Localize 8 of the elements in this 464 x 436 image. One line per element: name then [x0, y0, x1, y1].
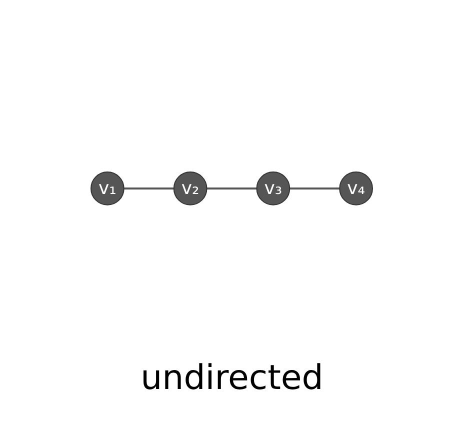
- connector: [290, 187, 340, 189]
- node-circle: v₄: [339, 171, 374, 205]
- connector: [207, 187, 257, 189]
- node-circle: v₃: [256, 171, 290, 205]
- node-circle: v₂: [174, 171, 208, 205]
- connector: [124, 187, 174, 189]
- node-circle: v₁: [90, 171, 125, 205]
- caption: undirected: [140, 358, 324, 398]
